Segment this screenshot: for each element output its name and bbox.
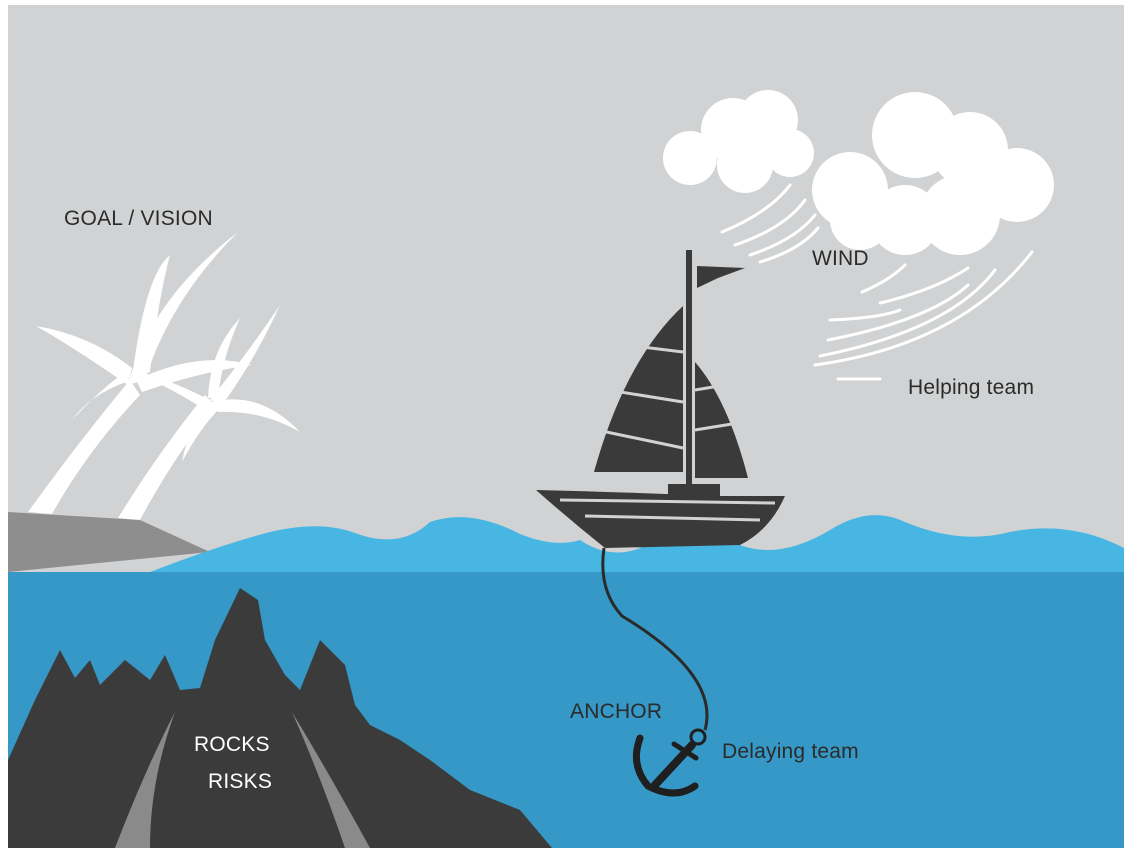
rocks-label: ROCKS [194,734,270,755]
goal-vision-label: GOAL / VISION [64,208,213,229]
delaying-team-label: Delaying team [722,741,859,762]
helping-team-label: Helping team [908,377,1034,398]
risks-label: RISKS [208,771,272,792]
wind-label: WIND [812,248,869,269]
anchor-label: ANCHOR [570,701,662,722]
